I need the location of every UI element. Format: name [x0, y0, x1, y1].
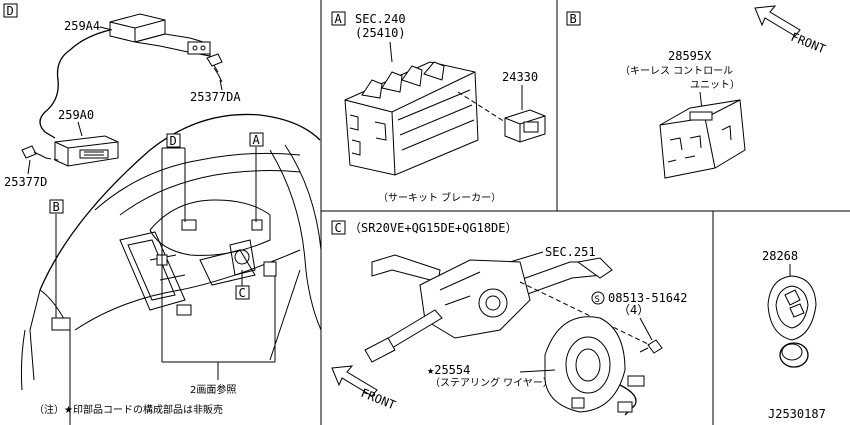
- part-259a0: 259A0: [58, 108, 94, 122]
- section-b-letter: B: [570, 12, 577, 26]
- section-c-models: （SR20VE+QG15DE+QG18DE）: [349, 221, 518, 235]
- section-a-sec-ref: SEC.240: [355, 12, 406, 26]
- keyless-control-unit: [659, 99, 746, 179]
- dash-part-d-bottom: [176, 304, 192, 316]
- circuit-breaker: [504, 109, 546, 143]
- dashboard-ref-note: 2画面参照: [190, 383, 236, 396]
- part-24330: 24330: [502, 70, 538, 84]
- module-259a4: [39, 13, 211, 139]
- dash-part-b: [51, 317, 71, 331]
- section-c-letter: C: [335, 221, 342, 235]
- part-28268: 28268: [762, 249, 798, 263]
- module-259a0: [54, 135, 119, 167]
- section-a-letter: A: [335, 12, 343, 26]
- dash-label-b: B: [53, 200, 60, 214]
- bolt-icon: [639, 339, 663, 354]
- front-label-c: FRONT: [359, 386, 398, 413]
- dash-label-d: D: [170, 134, 177, 148]
- dash-part-d-upper: [181, 219, 197, 231]
- screw-25377da: [206, 53, 223, 83]
- bolt-part: 08513-51642: [608, 291, 687, 305]
- key-fob: [767, 275, 817, 368]
- section-c-sec-ref: SEC.251: [545, 245, 596, 259]
- dash-part-a: [251, 219, 263, 231]
- dash-label-c: C: [239, 286, 246, 300]
- dashboard-illustration: D A B C: [20, 113, 322, 425]
- section-a-caption: （サーキット ブレーカー）: [378, 191, 501, 204]
- keyless-name-line1: （キーレス コントロール: [620, 65, 733, 77]
- fuse-block: [344, 61, 479, 176]
- section-d-letter: D: [7, 4, 14, 18]
- part-28595x: 28595X: [668, 49, 712, 63]
- panel-dividers: [320, 0, 850, 425]
- keyless-name-line2: ユニット）: [690, 79, 740, 91]
- screw-25377d: [21, 145, 59, 161]
- front-arrow-b: [754, 5, 801, 37]
- section-d-label-box: [3, 3, 18, 18]
- section-key: 28268: [762, 249, 817, 368]
- section-b: B FRONT 28595X （キーレス コントロール ユニット）: [566, 5, 828, 179]
- bolt-symbol: S: [595, 295, 600, 305]
- steering-wire: [544, 316, 645, 416]
- part-25377d: 25377D: [4, 175, 47, 189]
- footnote: （注）★印部品コードの構成部品は非販売: [34, 403, 223, 416]
- front-label-b: FRONT: [789, 30, 828, 57]
- wire-name: （ステアリング ワイヤー）: [430, 376, 553, 389]
- bolt-qty: （4）: [618, 303, 649, 317]
- section-d: D 259A4 25377DA 25: [3, 3, 241, 189]
- dash-part-c: [263, 261, 277, 277]
- combination-switch: [364, 254, 613, 363]
- dash-label-a: A: [253, 133, 261, 147]
- part-259a4: 259A4: [64, 19, 100, 33]
- section-a-sec-sub: (25410): [355, 26, 406, 40]
- diagram-code: J2530187: [768, 407, 826, 421]
- wire-part: ★25554: [427, 363, 470, 377]
- section-c: C （SR20VE+QG15DE+QG18DE） SEC.251 S 08513…: [331, 220, 687, 416]
- section-a: A SEC.240 (25410) 24330 （サーキット ブレーカー）: [331, 11, 546, 204]
- front-arrow-c: [331, 365, 378, 397]
- part-25377da: 25377DA: [190, 90, 241, 104]
